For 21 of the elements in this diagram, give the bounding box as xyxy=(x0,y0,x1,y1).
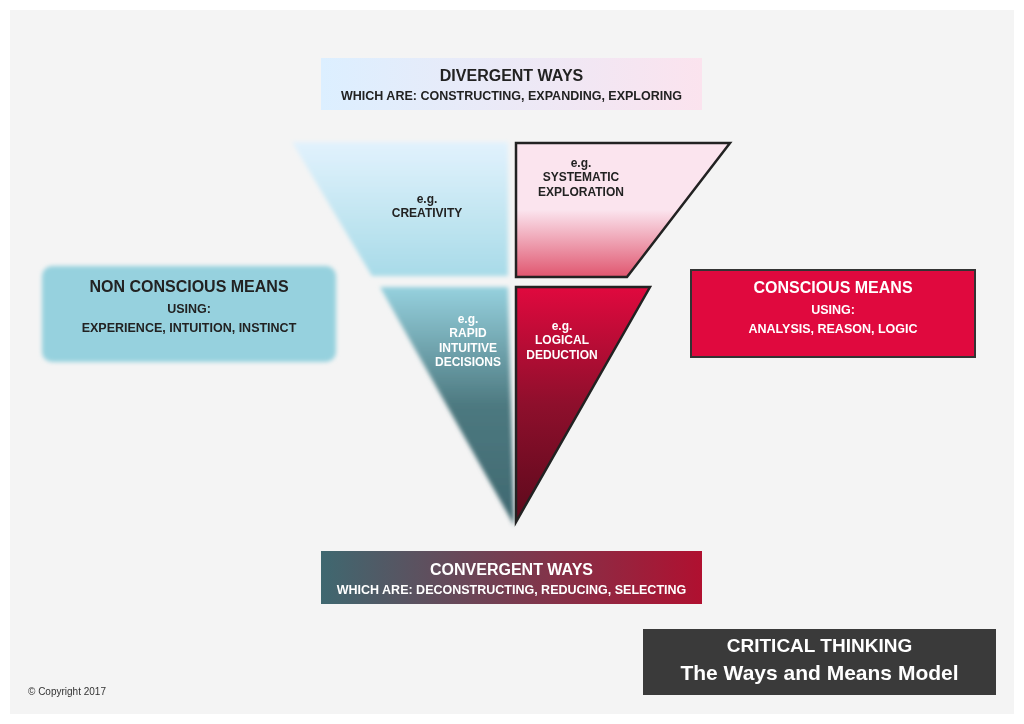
body-text: EXPERIENCE, INTUITION, INSTINCT xyxy=(81,321,297,337)
example-prefix: e.g. xyxy=(570,156,592,171)
body-text: WHICH ARE: DECONSTRUCTING, REDUCING, SELECTING xyxy=(336,583,687,599)
example-prefix: e.g. xyxy=(457,312,479,327)
heading-text: NON CONSCIOUS MEANS xyxy=(89,277,289,297)
copyright-note: © Copyright 2017 xyxy=(28,686,106,697)
heading-text: DIVERGENT WAYS xyxy=(439,66,584,86)
body-text: RAPID INTUITIVE DECISIONS xyxy=(434,326,502,370)
heading-text: CONSCIOUS MEANS xyxy=(753,278,913,298)
example-prefix: e.g. xyxy=(551,319,573,334)
example-prefix: e.g. xyxy=(416,192,438,207)
body-text: CREATIVITY xyxy=(391,206,463,221)
body-text: The Ways and Means Model xyxy=(680,659,959,685)
body-text: USING: xyxy=(811,303,855,319)
body-text: ANALYSIS, REASON, LOGIC xyxy=(748,322,918,338)
body-text: SYSTEMATIC EXPLORATION xyxy=(537,170,625,200)
heading-text: CRITICAL THINKING xyxy=(726,635,913,658)
body-text: WHICH ARE: CONSTRUCTING, EXPANDING, EXPLORING xyxy=(341,89,682,105)
body-text: LOGICAL DEDUCTION xyxy=(525,333,599,363)
body-text: USING: xyxy=(167,302,211,318)
heading-text: CONVERGENT WAYS xyxy=(430,560,593,580)
